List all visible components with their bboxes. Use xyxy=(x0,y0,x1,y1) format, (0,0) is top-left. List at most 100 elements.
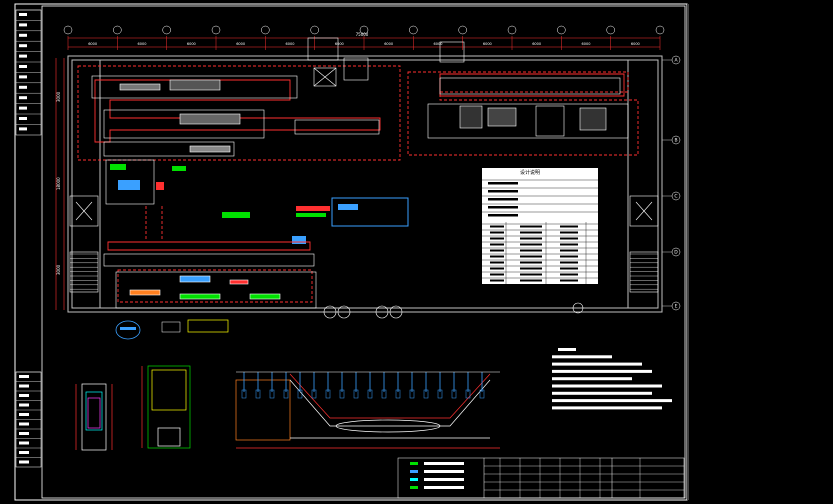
grid-bubble xyxy=(113,25,122,35)
dim-segment-label: 6000 xyxy=(335,42,344,46)
table-cell-text xyxy=(490,225,504,228)
grid-bubble xyxy=(261,25,270,35)
title-block-legend-text xyxy=(424,470,464,473)
table-cell-text xyxy=(520,261,542,264)
hanger-bag xyxy=(465,389,471,399)
table-cell-text xyxy=(560,225,578,228)
table-cell-text xyxy=(560,243,578,246)
left-strip-top-rows xyxy=(16,9,41,131)
hanger-bag xyxy=(255,389,261,399)
grid-bubble xyxy=(655,25,665,35)
stair-treads xyxy=(70,253,658,290)
left-dimension-line xyxy=(55,58,65,310)
table-cell-text xyxy=(520,225,542,228)
grid-bubble xyxy=(359,25,369,35)
dim-segment-label: 6000 xyxy=(138,42,147,46)
elevation-1 xyxy=(75,383,113,451)
shafts xyxy=(69,195,659,293)
grid-bubbles-top xyxy=(63,25,665,35)
equipment-upper-right xyxy=(427,77,629,139)
grid-row-label: A xyxy=(674,58,678,64)
grid-bubble xyxy=(507,25,517,35)
hanger-bag xyxy=(423,389,429,399)
legend-symbols xyxy=(115,319,229,340)
dim-segment-label: 6000 xyxy=(483,42,492,46)
title-block-grid xyxy=(424,458,684,498)
grid-bubble xyxy=(458,25,467,35)
notes-text-block xyxy=(552,348,672,410)
strip-row-text xyxy=(19,106,27,110)
strip-row-text xyxy=(19,65,27,68)
overall-dimension-label: 75000 xyxy=(356,32,369,37)
left-strip-bottom-rows xyxy=(16,371,41,464)
strip-row-text xyxy=(19,85,27,89)
table-cell-text xyxy=(490,255,504,258)
table-cell-text xyxy=(560,273,578,276)
design-table-rows xyxy=(482,179,598,284)
building-doors xyxy=(323,302,584,319)
dim-segment-label: 6000 xyxy=(88,42,97,46)
table-cell-text xyxy=(488,182,518,185)
table-cell-text xyxy=(490,249,504,252)
strip-row-text xyxy=(19,413,29,416)
table-cell-text xyxy=(560,237,578,240)
table-cell-text xyxy=(520,255,542,258)
note-line xyxy=(552,362,642,366)
title-block-legend-text xyxy=(424,478,464,481)
section-drawing xyxy=(235,373,500,449)
right-border xyxy=(687,4,689,500)
title-block xyxy=(397,457,685,499)
strip-row-text xyxy=(19,96,27,100)
design-table-title: 设计说明 xyxy=(520,169,540,176)
highlight-blocks xyxy=(105,159,409,244)
conveyor-loop-lower-left xyxy=(107,206,313,303)
hanger-bag xyxy=(311,389,317,399)
grid-bubble xyxy=(63,25,73,35)
dim-segment-label: 6000 xyxy=(187,42,196,46)
dim-segment-label: 6000 xyxy=(384,42,393,46)
strip-row-text xyxy=(19,54,27,58)
table-cell-text xyxy=(490,279,504,282)
strip-row-text xyxy=(19,75,27,79)
hanger-bag xyxy=(367,389,373,399)
table-cell-text xyxy=(560,255,578,258)
table-cell-text xyxy=(490,243,504,246)
strip-row-text xyxy=(19,460,29,464)
note-line xyxy=(552,399,672,403)
hanger-bag xyxy=(283,389,289,399)
table-cell-text xyxy=(520,231,542,234)
equipment-lower-left xyxy=(103,253,317,309)
note-line xyxy=(552,391,652,395)
hanger-bag xyxy=(451,389,457,399)
note-line xyxy=(552,369,652,373)
table-cell-text xyxy=(560,279,578,282)
table-cell-text xyxy=(520,279,542,282)
table-cell-text xyxy=(560,231,578,234)
left-dim-3: 3000 xyxy=(56,264,61,275)
grid-bubble xyxy=(557,25,566,35)
table-cell-text xyxy=(488,206,518,209)
section-drawing-hangers xyxy=(236,371,500,399)
note-line xyxy=(552,384,662,388)
strip-row-text xyxy=(19,13,27,16)
inner-frame xyxy=(41,5,686,499)
left-dim-1: 3000 xyxy=(56,91,61,102)
hanger-bag xyxy=(269,389,275,399)
title-block-legend-text xyxy=(424,462,464,465)
grid-row-label: B xyxy=(674,138,677,144)
strip-row-text xyxy=(19,422,29,426)
hanger-bag xyxy=(381,389,387,399)
building-outline xyxy=(67,55,663,313)
dim-segment-label: 6000 xyxy=(582,42,591,46)
table-cell-text xyxy=(560,267,578,270)
strip-row-text xyxy=(19,403,29,407)
table-cell-text xyxy=(490,237,504,240)
table-cell-text xyxy=(490,273,504,276)
title-block-legend xyxy=(410,462,418,489)
strip-row-text xyxy=(19,23,27,27)
grid-row-label: C xyxy=(674,194,677,200)
hanger-bag xyxy=(297,389,303,399)
